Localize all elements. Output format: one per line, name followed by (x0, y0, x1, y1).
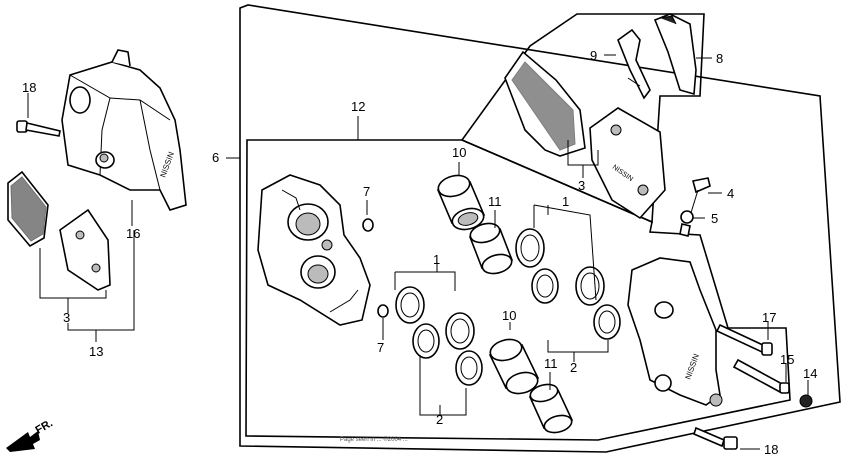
ref-10-lower: 10 (502, 308, 516, 323)
leader-lines (226, 54, 809, 450)
left-leaders (27, 93, 135, 342)
bolt-18-right (693, 426, 738, 450)
ref-3-left: 3 (63, 310, 70, 325)
pad-set-right: NISSIN (504, 50, 666, 220)
ref-1-right: 1 (562, 194, 569, 209)
ref-5: 5 (711, 211, 718, 226)
ref-4: 4 (727, 186, 734, 201)
pad-set-left (7, 170, 111, 291)
bolt-18-left (16, 120, 61, 137)
ref-7-upper: 7 (363, 184, 370, 199)
ref-14: 14 (803, 366, 817, 381)
ref-1-left: 1 (433, 252, 440, 267)
front-direction-arrow: FR. (6, 417, 55, 452)
ref-9: 9 (590, 48, 597, 63)
bleeder-screw-4 (689, 177, 711, 217)
ref-7-lower: 7 (377, 340, 384, 355)
ref-2-right: 2 (570, 360, 577, 375)
assembly-outline (239, 4, 841, 453)
seal-set-1-left (395, 286, 483, 386)
ref-15: 15 (780, 352, 794, 367)
pad-shim-8 (653, 13, 697, 96)
piston-10-upper (436, 174, 486, 231)
ref-17: 17 (762, 310, 776, 325)
ref-8: 8 (716, 51, 723, 66)
ref-10-upper: 10 (452, 145, 466, 160)
fr-label: FR. (34, 417, 55, 436)
caliper-body-right-half: NISSIN (627, 257, 723, 407)
seal-7-upper (362, 218, 374, 232)
piston-11-lower (528, 383, 574, 434)
piston-10-lower (488, 338, 540, 395)
ref-12: 12 (351, 99, 365, 114)
seal-set-1-right (515, 228, 621, 340)
ref-3-right: 3 (578, 178, 585, 193)
pin-bolt-17 (715, 323, 773, 356)
ref-13: 13 (89, 344, 103, 359)
caliper-body-left-half (257, 174, 371, 326)
piston-11-upper (468, 222, 514, 275)
pin-bolt-15 (732, 358, 790, 394)
caliper-assembly-16: NISSIN (61, 49, 187, 211)
ref-16: 16 (126, 226, 140, 241)
seal-7-lower (377, 304, 389, 318)
ref-11-lower: 11 (544, 356, 558, 371)
ref-2-left: 2 (436, 412, 443, 427)
ref-18-right: 18 (764, 442, 778, 457)
nut-14 (799, 394, 813, 408)
bleeder-cap-5 (679, 210, 694, 237)
ref-18-left: 18 (22, 80, 36, 95)
pad-spring-9 (617, 28, 651, 100)
footer-text: Page seen in ... ©2004 ... (340, 436, 408, 443)
ref-11-upper: 11 (488, 194, 502, 209)
ref-6: 6 (212, 150, 219, 165)
